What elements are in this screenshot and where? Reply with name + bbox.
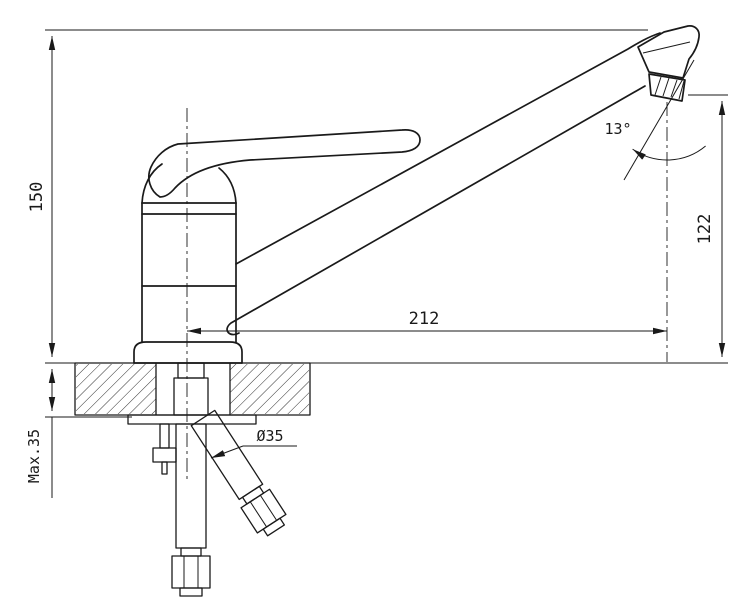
spout-head [637,25,700,79]
dim-dia35-label: Ø35 [256,427,283,445]
dim-13deg-label: 13° [604,120,631,138]
aerator [648,73,686,102]
angle-annotation: 13° [604,59,706,181]
spout-lower-edge [226,85,646,336]
hole-diameter-annotation: Ø35 [210,427,297,459]
spout-upper-edge [235,32,661,265]
dim-150-label: 150 [27,182,47,213]
dim-122-label: 122 [695,214,715,245]
dim-max35-label: Max.35 [25,429,43,483]
dimension-spout-reach: 212 [187,309,667,335]
handle [148,129,421,198]
dim-212-label: 212 [409,309,440,329]
supply-hose-vertical [171,423,211,597]
countertop-section [74,362,311,416]
dimension-max-deck-thickness: Max.35 [25,369,132,498]
dimension-overall-height: 150 [27,29,648,364]
dimension-outlet-height: 122 [310,94,728,364]
